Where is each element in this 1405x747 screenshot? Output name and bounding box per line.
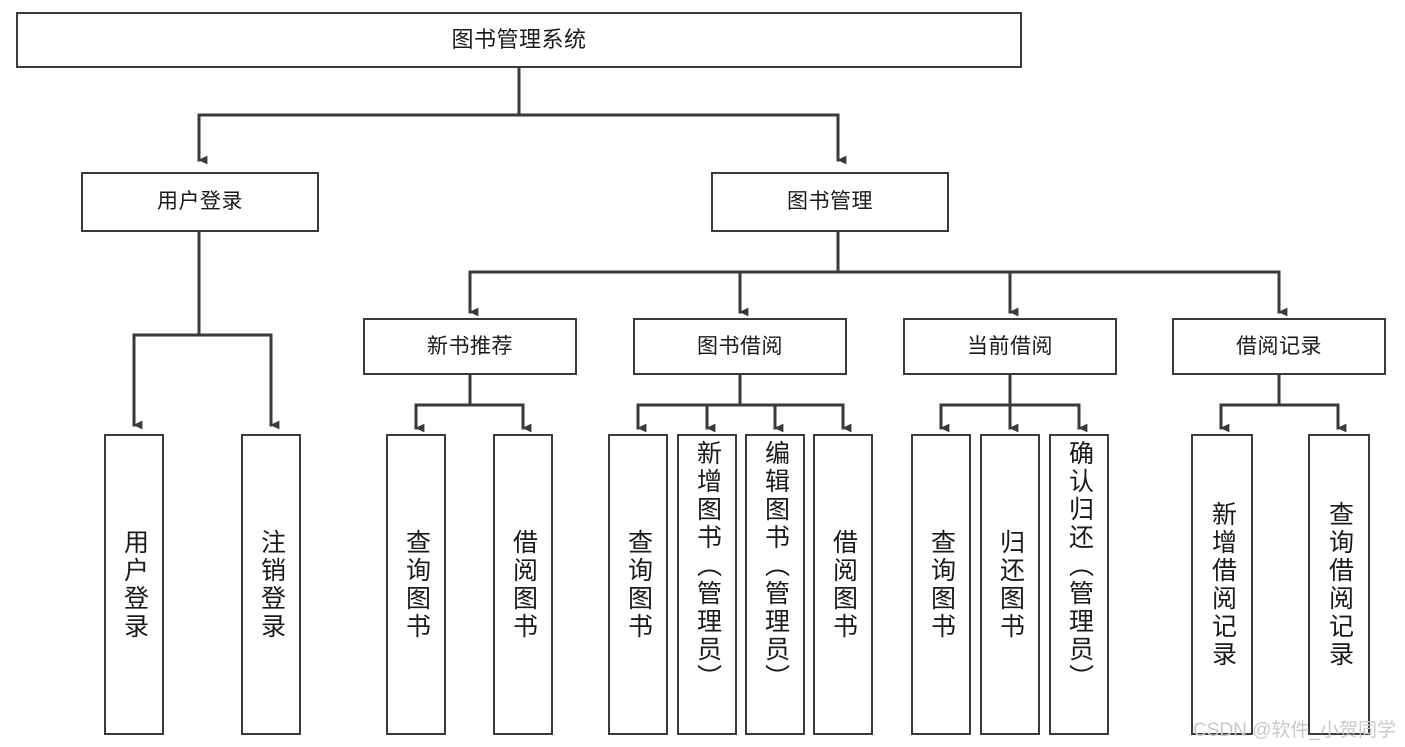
leaf-edit-book[interactable]: 编辑图书（管理员）: [745, 434, 805, 735]
node-current-borrow[interactable]: 当前借阅: [903, 318, 1117, 375]
node-new-book-recommend[interactable]: 新书推荐: [363, 318, 577, 375]
node-borrow-record-label: 借阅记录: [1236, 334, 1322, 358]
node-book-borrow-label: 图书借阅: [697, 334, 783, 358]
node-root-system-label: 图书管理系统: [451, 26, 587, 52]
leaf-add-book[interactable]: 新增图书（管理员）: [677, 434, 737, 735]
leaf-borrow-book-borrow-label: 借阅图书: [829, 528, 858, 641]
leaf-borrow-book-new-label: 借阅图书: [509, 528, 538, 641]
leaf-query-book-new-label: 查询图书: [402, 528, 431, 641]
leaf-user-login[interactable]: 用户登录: [104, 434, 164, 735]
node-book-manage[interactable]: 图书管理: [711, 172, 949, 232]
leaf-query-borrow-record[interactable]: 查询借阅记录: [1308, 434, 1370, 735]
node-current-borrow-label: 当前借阅: [967, 334, 1053, 358]
leaf-logout-login-label: 注销登录: [257, 528, 286, 641]
leaf-add-book-label: 新增图书（管理员）: [693, 440, 722, 692]
leaf-logout-login[interactable]: 注销登录: [241, 434, 301, 735]
leaf-add-borrow-record[interactable]: 新增借阅记录: [1191, 434, 1253, 735]
node-book-borrow[interactable]: 图书借阅: [633, 318, 847, 375]
node-user-login[interactable]: 用户登录: [81, 172, 319, 232]
leaf-confirm-return[interactable]: 确认归还（管理员）: [1049, 434, 1109, 735]
leaf-user-login-label: 用户登录: [120, 528, 149, 641]
leaf-query-book-current[interactable]: 查询图书: [911, 434, 971, 735]
leaf-query-book-borrow[interactable]: 查询图书: [608, 434, 668, 735]
node-book-manage-label: 图书管理: [787, 190, 873, 214]
leaf-return-book[interactable]: 归还图书: [980, 434, 1040, 735]
leaf-query-book-borrow-label: 查询图书: [624, 528, 653, 641]
node-borrow-record[interactable]: 借阅记录: [1172, 318, 1386, 375]
leaf-query-book-current-label: 查询图书: [927, 528, 956, 641]
leaf-return-book-label: 归还图书: [996, 528, 1025, 641]
node-root-system[interactable]: 图书管理系统: [16, 12, 1022, 68]
node-new-book-recommend-label: 新书推荐: [427, 334, 513, 358]
leaf-query-borrow-record-label: 查询借阅记录: [1325, 500, 1354, 669]
csdn-watermark: CSDN @软件_小贺同学: [1193, 720, 1396, 741]
leaf-edit-book-label: 编辑图书（管理员）: [761, 440, 790, 692]
leaf-add-borrow-record-label: 新增借阅记录: [1208, 500, 1237, 669]
leaf-query-book-new[interactable]: 查询图书: [386, 434, 446, 735]
node-user-login-label: 用户登录: [157, 190, 243, 214]
leaf-borrow-book-new[interactable]: 借阅图书: [493, 434, 553, 735]
leaf-confirm-return-label: 确认归还（管理员）: [1065, 440, 1094, 692]
leaf-borrow-book-borrow[interactable]: 借阅图书: [813, 434, 873, 735]
